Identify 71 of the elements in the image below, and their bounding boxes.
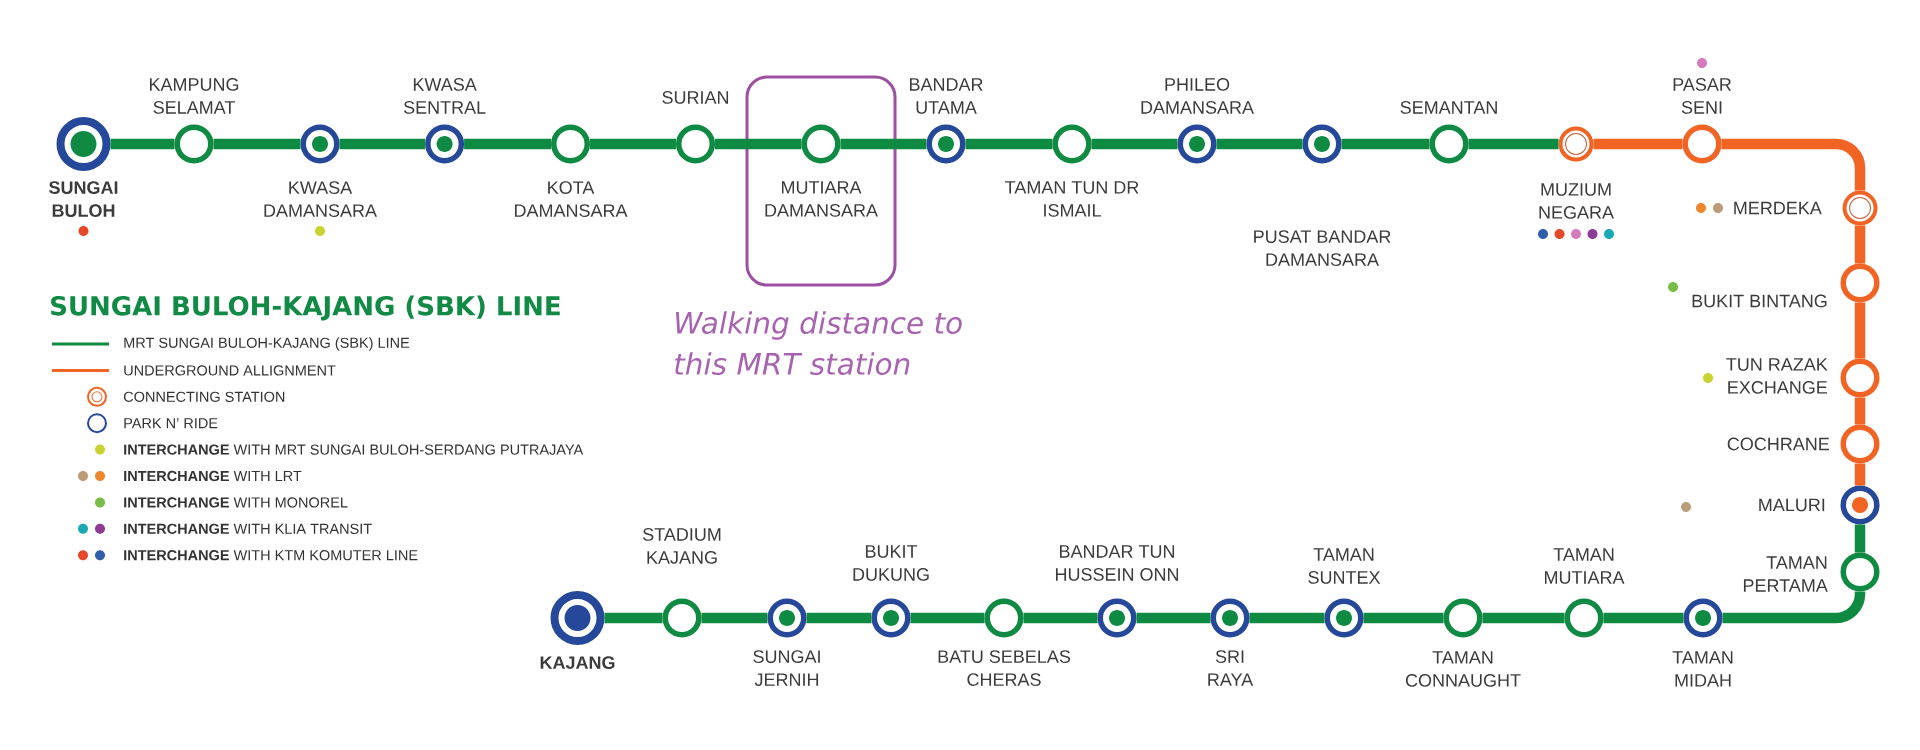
track-line <box>1249 612 1325 624</box>
track-line <box>604 612 663 624</box>
legend-text: UNDERGROUND ALLIGNMENT <box>124 365 336 376</box>
track-line <box>464 138 551 150</box>
track-line <box>110 138 175 150</box>
station-label: TAMAN TUN DR ISMAIL <box>1005 181 1139 217</box>
station-label: BANDAR UTAMA <box>910 78 983 114</box>
track-line <box>1136 612 1211 624</box>
station-label: SEMANTAN <box>1400 101 1497 114</box>
station-label: SUNGAI BULOH <box>49 181 118 217</box>
station-label: MUZIUM NEGARA <box>1539 183 1614 219</box>
station-label: TAMAN MUTIARA <box>1545 548 1625 584</box>
track-line <box>1854 397 1866 425</box>
station-label: KWASA SENTRAL <box>403 78 486 114</box>
station-label: BUKIT BINTANG <box>1692 294 1827 308</box>
track-line <box>339 138 426 150</box>
track-line <box>910 612 985 624</box>
station-label: TAMAN CONNAUGHT <box>1405 651 1521 687</box>
legend-text: INTERCHANGE WITH KTM KOMUTER LINE <box>124 550 418 561</box>
track-line <box>965 138 1053 150</box>
legend-text: INTERCHANGE WITH MONOREL <box>124 497 348 508</box>
track-line <box>1854 302 1866 359</box>
station-label: BATU SEBELAS CHERAS <box>938 650 1071 686</box>
track-line <box>1091 138 1178 150</box>
legend-text: PARK N’ RIDE <box>124 418 218 429</box>
station-label: PUSAT BANDAR DAMANSARA <box>1254 230 1391 266</box>
handwritten-note: Walking distance to this MRT station <box>675 311 962 376</box>
track-line <box>1603 612 1684 624</box>
legend-text: CONNECTING STATION <box>123 391 285 402</box>
station-label: TAMAN SUNTEX <box>1308 548 1381 584</box>
track-line <box>1593 138 1683 150</box>
title: SUNGAI BULOH-KAJANG (SBK) LINE <box>51 295 560 321</box>
track-line <box>213 138 301 150</box>
track-line <box>1468 138 1559 150</box>
track-line <box>701 612 768 624</box>
station-label: COCHRANE <box>1727 437 1830 451</box>
legend-text: MRT SUNGAI BULOH-KAJANG (SBK) LINE <box>124 337 410 351</box>
station-label: SUNGAI JERNIH <box>753 650 820 686</box>
track-line <box>1341 138 1430 150</box>
station-label: MERDEKA <box>1734 201 1822 215</box>
track-line <box>1482 612 1565 624</box>
station-label: SRI RAYA <box>1208 650 1254 686</box>
station-label: TAMAN MIDAH <box>1672 651 1733 687</box>
track-line <box>806 612 872 624</box>
track-line <box>1854 225 1866 264</box>
station-label: MALURI <box>1759 498 1825 512</box>
station-label: STADIUM KAJANG <box>643 528 721 564</box>
station-label: TAMAN PERTAMA <box>1743 556 1828 592</box>
track-line <box>1721 138 1866 191</box>
station-label: KWASA DAMANSARA <box>264 181 377 217</box>
track-line <box>1216 138 1303 150</box>
station-label: KAJANG <box>540 656 615 669</box>
legend-text: INTERCHANGE WITH LRT <box>124 470 302 482</box>
track-line <box>715 138 802 150</box>
track-line <box>1854 524 1866 553</box>
station-label: BANDAR TUN HUSSEIN ONN <box>1056 545 1179 581</box>
station-label: PHILEO DAMANSARA <box>1141 78 1254 114</box>
station-label: PASAR SENI <box>1673 78 1732 114</box>
track-line <box>1023 612 1098 624</box>
station-label: MUTIARA DAMANSARA <box>765 181 878 217</box>
track-line <box>840 138 927 150</box>
station-label: BUKIT DUKUNG <box>853 545 929 581</box>
legend-text: INTERCHANGE WITH KLIA TRANSIT <box>124 523 372 534</box>
legend-text: INTERCHANGE WITH MRT SUNGAI BULOH-SERDANG PUTRAJAYA <box>124 444 584 455</box>
track-line <box>1363 612 1444 624</box>
track-line <box>590 138 676 150</box>
station-label: KAMPUNG SELAMAT <box>149 78 239 114</box>
station-label: KOTA DAMANSARA <box>514 181 628 217</box>
track-line <box>1854 463 1866 486</box>
station-label: TUN RAZAK EXCHANGE <box>1726 358 1828 394</box>
station-label: SURIAN <box>662 91 729 104</box>
